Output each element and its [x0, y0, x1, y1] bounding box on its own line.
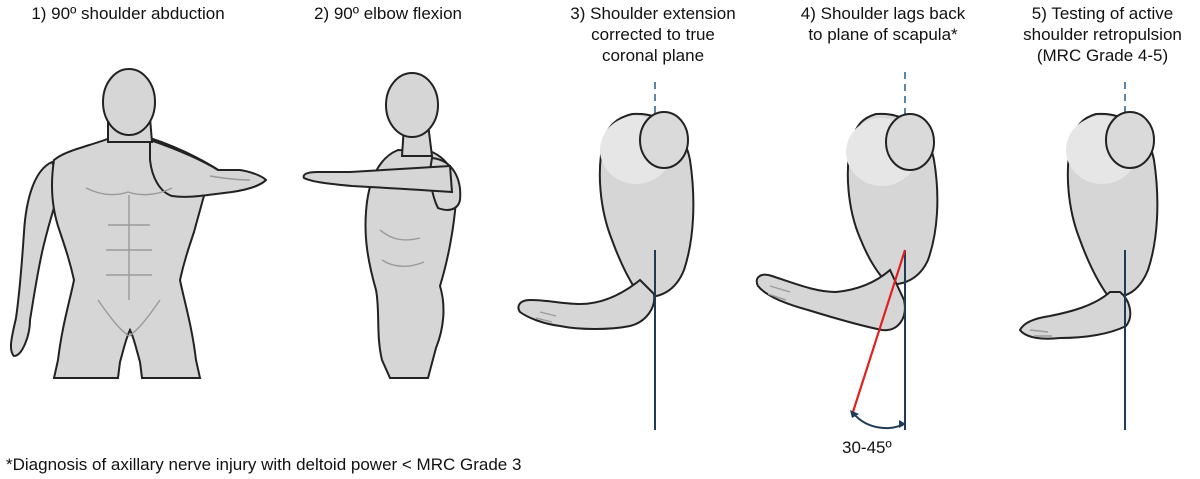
arrow-head-left: [850, 410, 859, 418]
caption-step1: 1) 90º shoulder abduction: [31, 4, 225, 23]
angle-label: 30-45º: [842, 438, 892, 457]
figure1-front-abduction: [9, 68, 268, 379]
figure5-active-retropulsion: [1018, 82, 1159, 430]
caption-step3: 3) Shoulder extension corrected to true …: [570, 4, 736, 65]
figure2-side-flexion: [302, 72, 462, 379]
figure4-scapular-lag: [755, 72, 939, 430]
caption-step2: 2) 90º elbow flexion: [314, 4, 462, 23]
caption-step5: 5) Testing of active shoulder retropulsi…: [1023, 4, 1182, 65]
lag-angle-red-line: [850, 249, 907, 416]
footnote: *Diagnosis of axillary nerve injury with…: [6, 455, 522, 474]
angle-arc: [853, 413, 905, 430]
figure3-corrected-extension: [517, 82, 695, 430]
arrow-head-right: [899, 420, 906, 428]
caption-step4: 4) Shoulder lags back to plane of scapul…: [800, 4, 966, 44]
